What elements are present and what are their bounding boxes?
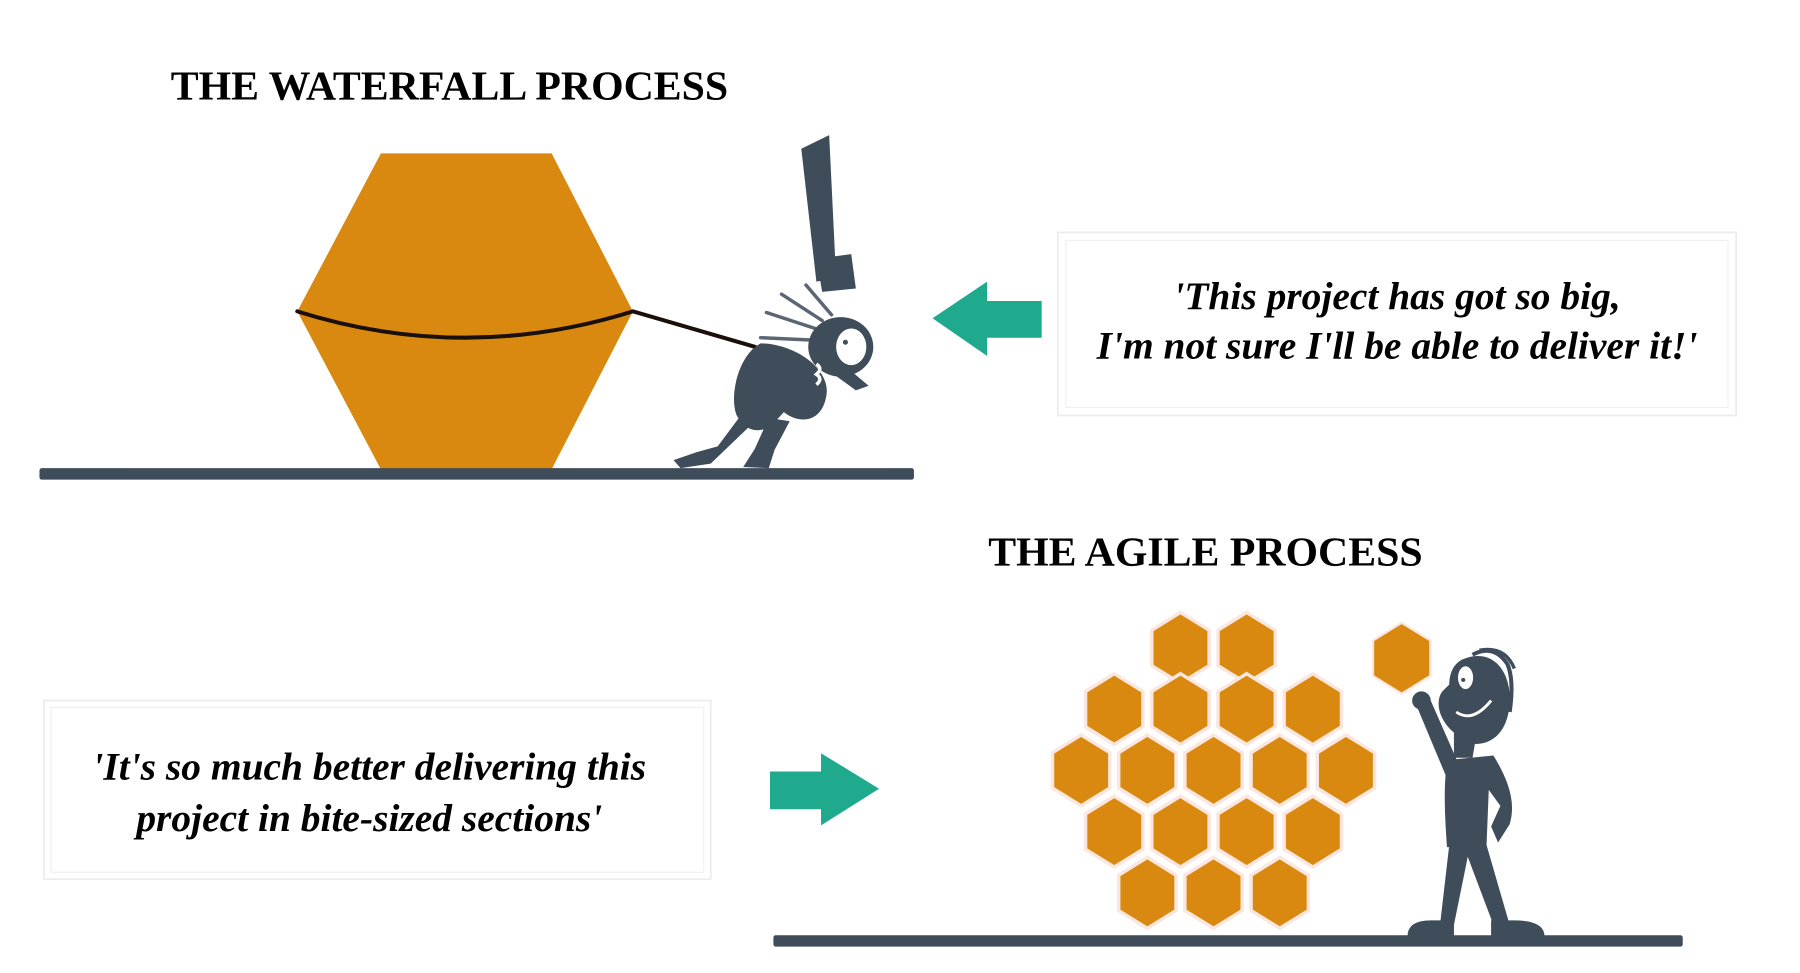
agile-quote-line-2: project in bite-sized sections' xyxy=(133,797,602,840)
honeycomb-cell xyxy=(1083,671,1145,747)
agile-quote-box: 'It's so much better delivering this pro… xyxy=(43,699,712,880)
large-hexagon xyxy=(297,153,633,470)
happy-figure xyxy=(1407,647,1545,937)
struggling-figure xyxy=(673,283,874,469)
waterfall-quote-line-2: I'm not sure I'll be able to deliver it!… xyxy=(1096,325,1698,368)
arrow-left-icon xyxy=(932,281,1042,357)
agile-section: THE AGILE PROCESS 'It's so much better d… xyxy=(43,529,1683,947)
honeycomb-cell xyxy=(1249,732,1311,808)
exclamation-icon xyxy=(801,135,856,292)
honeycomb-cell xyxy=(1150,794,1211,870)
held-hexagon xyxy=(1371,621,1432,696)
rope xyxy=(295,309,757,349)
honeycomb-cell xyxy=(1116,855,1178,931)
held-hexagon-piece xyxy=(1371,621,1432,696)
waterfall-quote-box: 'This project has got so big, I'm not su… xyxy=(1057,231,1738,417)
honeycomb-cell xyxy=(1282,671,1344,747)
waterfall-section: THE WATERFALL PROCESS xyxy=(39,63,1738,480)
agile-ground-line xyxy=(773,935,1683,947)
honeycomb-cell xyxy=(1183,732,1244,808)
honeycomb-cell xyxy=(1116,732,1178,808)
honeycomb-cell xyxy=(1315,732,1377,808)
honeycomb-cell xyxy=(1083,794,1145,870)
agile-title: THE AGILE PROCESS xyxy=(988,529,1422,575)
waterfall-ground-line xyxy=(39,468,914,480)
honeycomb-cell xyxy=(1150,671,1211,747)
honeycomb-cell xyxy=(1282,794,1344,870)
honeycomb-cell xyxy=(1216,671,1278,747)
honeycomb-cell xyxy=(1216,794,1278,870)
agile-quote-line-1: 'It's so much better delivering this xyxy=(92,746,646,789)
honeycomb-cell xyxy=(1249,855,1311,931)
waterfall-title: THE WATERFALL PROCESS xyxy=(171,63,728,109)
honeycomb-cell xyxy=(1183,855,1244,931)
honeycomb-cell xyxy=(1050,732,1112,808)
arrow-right-icon xyxy=(769,753,880,826)
honeycomb xyxy=(1050,610,1377,931)
waterfall-quote-line-1: 'This project has got so big, xyxy=(1173,275,1620,318)
